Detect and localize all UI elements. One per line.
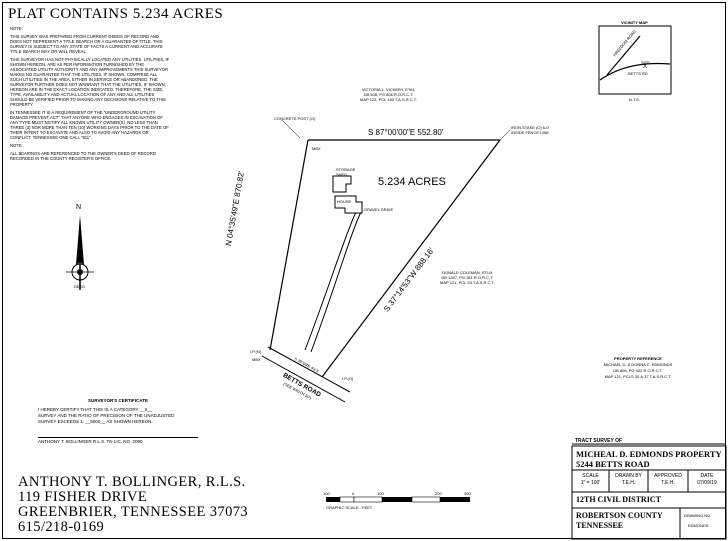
acreage-label: 5.234 ACRES (378, 176, 446, 188)
vicinity-site-mark: X (643, 64, 648, 70)
notes-heading: NOTE: (10, 26, 23, 31)
leader-concrete-post (281, 119, 301, 139)
scale-tick-4: 200 (435, 491, 442, 496)
scale-caption: GRAPHIC SCALE - FEET (326, 505, 373, 510)
gravel-drive-edge-2 (310, 211, 362, 353)
north-arrow-icon (66, 215, 94, 290)
mailbox-label: MBX (312, 146, 321, 151)
road-edge-2 (261, 355, 346, 403)
drawing-no-value: EDMONDS (688, 523, 709, 528)
mailbox-sw-label: MBX (252, 357, 261, 362)
note-1: THIS SURVEY WAS PREPARED FROM CURRENT DE… (10, 34, 163, 54)
notes-heading-2: NOTE: (10, 143, 23, 148)
scale-cell: SCALE 1" = 100' (580, 473, 601, 486)
drawing-no-label: DRAWING NO. (684, 513, 712, 518)
road-edge-1 (267, 346, 351, 393)
scale-tick-2: 0 (352, 491, 355, 496)
drawn-by-cell: DRAWN BY T.E.H. (615, 473, 642, 486)
adjoiner-north: VICTORIA L. VICKERY, ETAL DB 508, PG 808… (360, 87, 417, 102)
vicinity-map-box (598, 25, 672, 95)
concrete-post-label: CONCRETE POST (O) (274, 116, 316, 121)
note-4: ALL BEARINGS ARE REFERENCED TO THE OWNER… (10, 151, 156, 161)
vicinity-nts: N.T.S. (629, 97, 640, 102)
title-block-address: 5244 BETTS ROAD (576, 459, 650, 469)
surveyor-phone: 615/218-0169 (18, 519, 105, 535)
certificate-signature-line: ANTHONY T. BOLLINGER R.L.S. TN LIC. NO. … (38, 437, 198, 445)
title-block-district: 12TH CIVIL DISTRICT (576, 495, 661, 504)
iron-pin-sw-label: I.P.(N) (250, 349, 262, 354)
vicinity-road-betts-label: BETTS RD (628, 71, 648, 76)
scale-tick-3: 100 (377, 491, 384, 496)
gravel-drive-edge-1 (304, 211, 357, 351)
graphic-scale-bar (326, 496, 470, 503)
title-block-heading: TRACT SURVEY OF (575, 438, 623, 444)
north-arrow-label: N (76, 204, 82, 211)
title-block-owner: MICHEAL D. EDMONDS PROPERTY (576, 449, 722, 459)
surveyor-address: 119 FISHER DRIVE (18, 489, 148, 505)
east-boundary-line (321, 139, 501, 378)
approved-cell: APPROVED T.E.H. (654, 473, 682, 486)
gravel-drive-label: GRAVEL DRIVE (364, 207, 394, 212)
scale-tick-5: 300 (464, 491, 471, 496)
note-2: THIS SURVEYOR HAS NOT PHYSICALLY LOCATED… (10, 57, 170, 107)
iron-pin-se-label: I.P.(O) (342, 376, 354, 381)
storage-label: STORAGE SHED (336, 167, 356, 177)
house-label: HOUSE (337, 199, 352, 204)
north-arrow-sublabel: DEED (74, 284, 86, 289)
surveyor-name: ANTHONY T. BOLLINGER, R.L.S. (18, 474, 246, 490)
leader-iron-stake (499, 129, 511, 141)
scale-tick-1: 100 (323, 491, 330, 496)
surveyor-block: ANTHONY T. BOLLINGER, R.L.S. 119 FISHER … (18, 475, 248, 535)
vicinity-site-label: SITE (641, 60, 650, 65)
date-cell: DATE 07/09/19 (697, 473, 717, 486)
vicinity-map-title: VICINITY MAP (621, 20, 648, 25)
adjoiner-east: DONALD COLEMAN, ETUX DB 1267, PG 281 R.O… (440, 270, 495, 285)
notes-block: NOTE: THIS SURVEY WAS PREPARED FROM CURR… (10, 26, 170, 164)
west-boundary-line (269, 139, 309, 351)
property-reference: PROPERTY REFERENCE MICHAEL D. & DONNA C.… (603, 356, 673, 379)
storage-shed (332, 175, 352, 193)
vicinity-road-betts (599, 62, 671, 81)
surveyor-city: GREENBRIER, TENNESSEE 37073 (18, 504, 249, 520)
house-outline (334, 195, 363, 214)
iron-stake-label: IRON STAKE (O) 6.0' INSIDE FENCE LINE (511, 125, 550, 135)
north-bearing-label: S 87°00'00"E 552.80' (368, 128, 444, 137)
note-3: IN TENNESSEE IT IS A REQUIREMENT OF THE … (10, 110, 169, 140)
vicinity-road-freedom (606, 35, 641, 76)
title-block-county: ROBERTSON COUNTY TENNESSEE (576, 511, 663, 530)
plat-title: PLAT CONTAINS 5.234 ACRES (8, 6, 224, 22)
surveyor-certificate: SURVEYOR'S CERTIFICATE I HEREBY CERTIFY … (38, 398, 198, 445)
